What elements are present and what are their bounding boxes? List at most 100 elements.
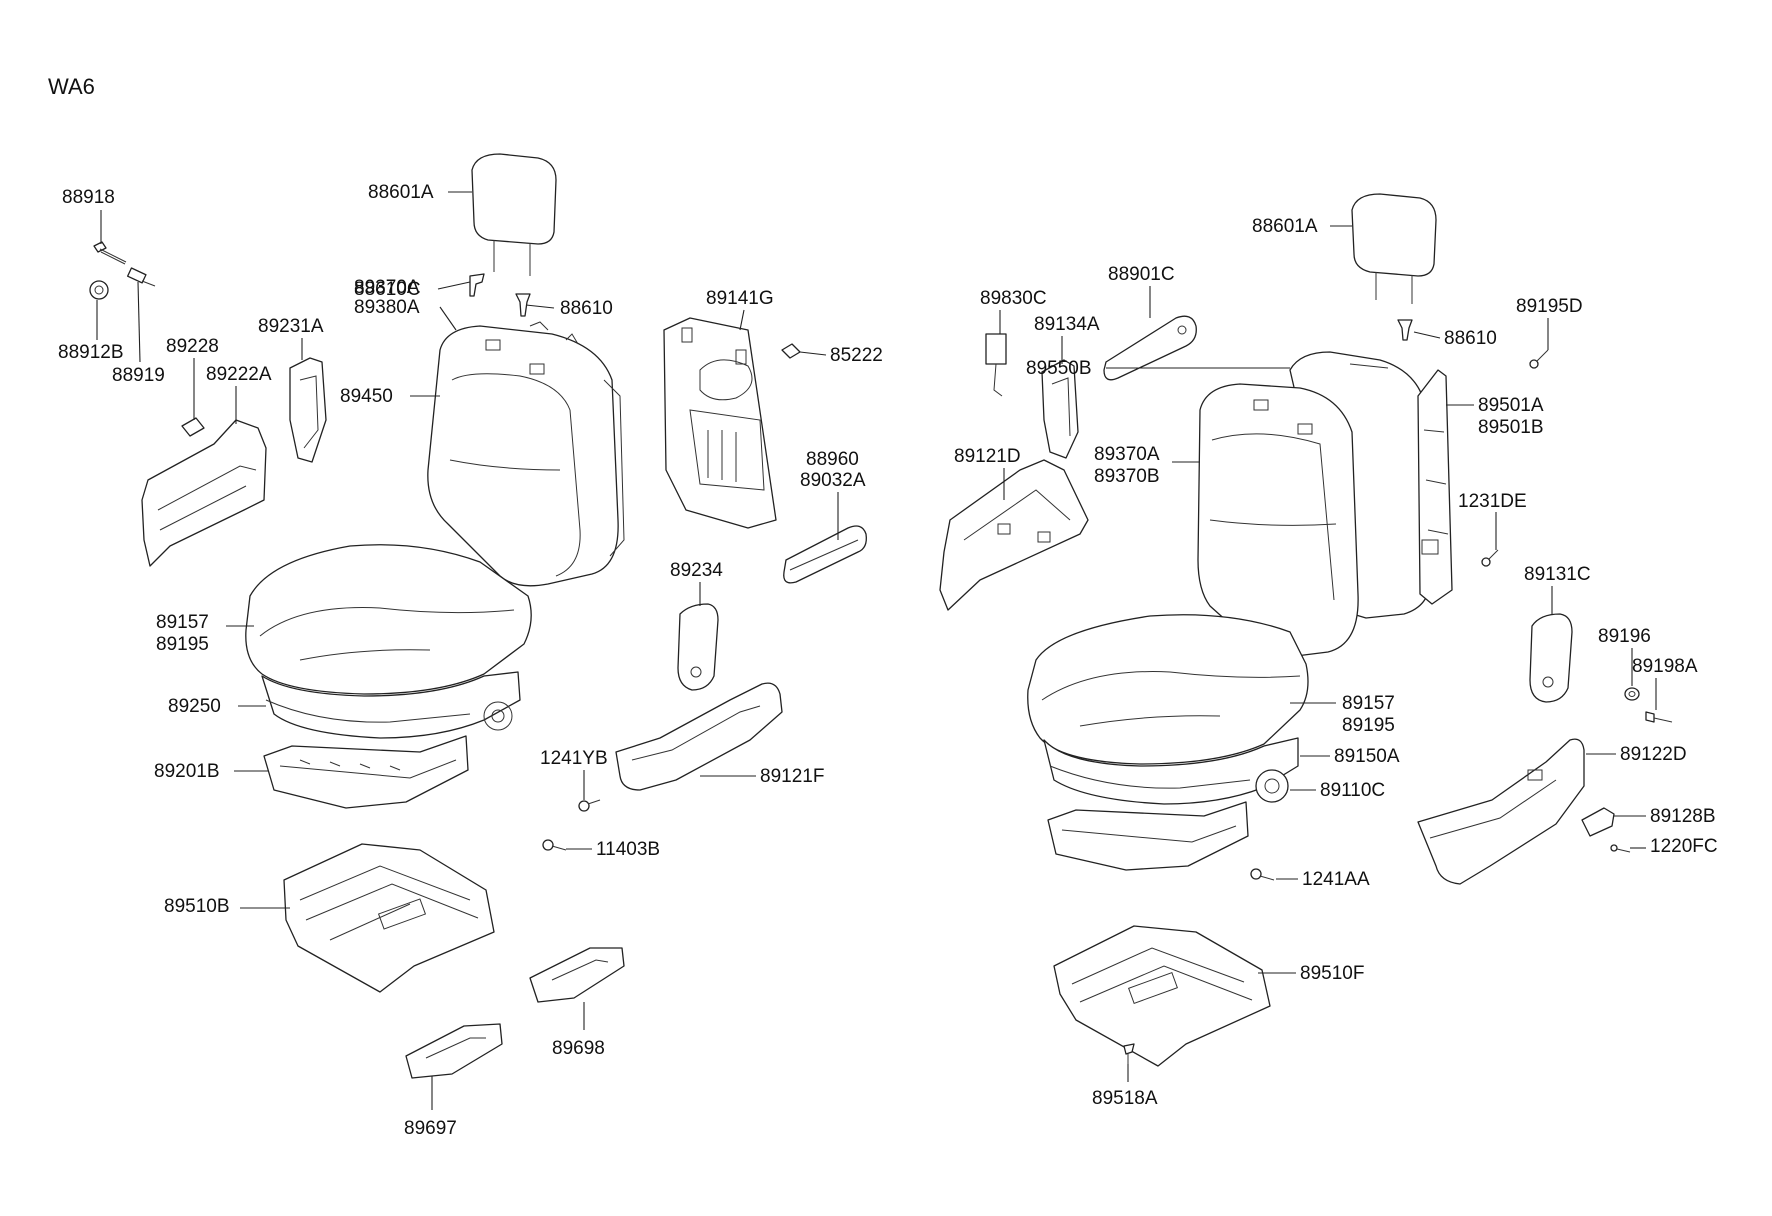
- seat-cushion-right-part: [1027, 614, 1309, 765]
- side-shield-89121d-part: [939, 459, 1089, 611]
- part-label-1241aa: 1241AA: [1302, 869, 1370, 890]
- part-label-89830c: 89830C: [980, 288, 1047, 309]
- part-label-89134a: 89134A: [1034, 314, 1100, 335]
- part-label-88919: 88919: [112, 365, 165, 386]
- part-label-88960: 88960: [806, 449, 859, 470]
- cover-89231a-part: [289, 357, 327, 463]
- leader-lines: [96, 191, 1657, 1110]
- part-label-89157: 89157: [1342, 693, 1395, 714]
- part-label-89228: 89228: [166, 336, 219, 357]
- part-label-89450: 89450: [340, 386, 393, 407]
- part-label-89510f: 89510F: [1300, 963, 1364, 984]
- part-label-89370a: 89370A: [354, 277, 420, 298]
- part-label-89501a: 89501A: [1478, 395, 1544, 416]
- part-label-89518a: 89518A: [1092, 1088, 1158, 1109]
- part-label-89122d: 89122D: [1620, 744, 1687, 765]
- diagram-code: WA6: [48, 74, 95, 99]
- part-label-89121d: 89121D: [954, 446, 1021, 467]
- seat-track-89510b-part: [283, 843, 495, 993]
- part-label-1231de: 1231DE: [1458, 491, 1527, 512]
- mechanism-89110c-part: [1255, 769, 1289, 803]
- guide-88610c-part: [469, 273, 485, 297]
- leader-line-89380a: [439, 306, 457, 331]
- part-label-89195d: 89195D: [1516, 296, 1583, 317]
- screw-1241aa-part: [1250, 868, 1275, 881]
- part-label-89157: 89157: [156, 612, 209, 633]
- part-label-88601a: 88601A: [1252, 216, 1318, 237]
- screw-1241yb-part: [578, 799, 601, 812]
- clip-88919-part: [126, 267, 156, 287]
- part-label-89250: 89250: [168, 696, 221, 717]
- part-label-89231a: 89231A: [258, 316, 324, 337]
- guide-88610-right-part: [1397, 319, 1413, 341]
- headrest-88601a-right-part: [1351, 193, 1437, 304]
- bolt-89195d-part: [1529, 349, 1549, 369]
- washer-89196-part: [1624, 687, 1640, 701]
- part-label-89370a: 89370A: [1094, 444, 1160, 465]
- part-label-89195: 89195: [1342, 715, 1395, 736]
- cover-89134a-part: [1041, 359, 1079, 459]
- leader-line-88610: [1413, 331, 1441, 339]
- seat-back-left-part: [427, 321, 625, 587]
- part-label-89501b: 89501B: [1478, 417, 1544, 438]
- part-label-89110c: 89110C: [1320, 780, 1385, 801]
- part-label-89196: 89196: [1598, 626, 1651, 647]
- leader-line-85222: [799, 351, 827, 356]
- part-label-89128b: 89128B: [1650, 806, 1716, 827]
- screw-11403b-part: [542, 839, 567, 851]
- seat-track-89510f-part: [1053, 925, 1271, 1067]
- part-label-88610c: 88610C: [354, 279, 421, 300]
- part-label-89195: 89195: [156, 634, 209, 655]
- part-label-88918: 88918: [62, 187, 115, 208]
- part-label-88610: 88610: [1444, 328, 1497, 349]
- side-cover-89121f-part: [615, 682, 783, 791]
- cushion-frame-89250-part: [261, 671, 521, 739]
- part-label-89121f: 89121F: [760, 766, 824, 787]
- part-label-88601a: 88601A: [368, 182, 434, 203]
- screw-1231de-part: [1481, 549, 1499, 567]
- part-label-89198a: 89198A: [1632, 656, 1698, 677]
- armrest-88901c-part: [1103, 315, 1197, 381]
- part-label-89697: 89697: [404, 1118, 457, 1139]
- part-label-1241yb: 1241YB: [540, 748, 608, 769]
- leader-line-88610c: [437, 281, 471, 290]
- side-shield-89222a-part: [141, 419, 267, 567]
- part-label-89201b: 89201B: [154, 761, 220, 782]
- buckle-89830c-part: [985, 333, 1007, 397]
- screw-1220fc-part: [1610, 844, 1631, 853]
- cover-89128b-part: [1581, 807, 1615, 837]
- cover-89698-part: [529, 947, 625, 1003]
- leader-line-88919: [137, 281, 141, 363]
- headrest-88601a-left-part: [471, 153, 557, 276]
- seat-cushion-left-part: [245, 544, 532, 695]
- cover-89697-part: [405, 1023, 503, 1079]
- part-label-89131c: 89131C: [1524, 564, 1591, 585]
- bolt-89518a-part: [1123, 1043, 1135, 1064]
- part-label-88901c: 88901C: [1108, 264, 1175, 285]
- guide-88610-left-part: [515, 293, 531, 317]
- seat-base-right-part: [1047, 801, 1249, 871]
- cover-89131c-part: [1529, 613, 1573, 703]
- part-label-88912b: 88912B: [58, 342, 124, 363]
- leader-line-88610: [525, 304, 555, 309]
- part-label-89510b: 89510B: [164, 896, 230, 917]
- part-label-11403b: 11403B: [596, 839, 660, 860]
- bolt-88918-part: [93, 241, 127, 265]
- part-label-89032a: 89032A: [800, 470, 866, 491]
- clip-89228-part: [181, 417, 205, 437]
- clip-85222-part: [781, 343, 801, 359]
- armrest-89032a-part: [783, 525, 867, 584]
- part-label-89150a: 89150A: [1334, 746, 1400, 767]
- recliner-89501a-part: [1417, 369, 1453, 605]
- bolt-89198a-part: [1645, 711, 1673, 723]
- part-label-88610: 88610: [560, 298, 613, 319]
- seat-back-right-part: [1197, 383, 1359, 658]
- part-label-1220fc: 1220FC: [1650, 836, 1718, 857]
- nut-88912b-part: [89, 280, 109, 300]
- part-label-89222a: 89222A: [206, 364, 272, 385]
- leader-line-89141g: [739, 309, 745, 331]
- cushion-frame-89150a-part: [1043, 737, 1299, 805]
